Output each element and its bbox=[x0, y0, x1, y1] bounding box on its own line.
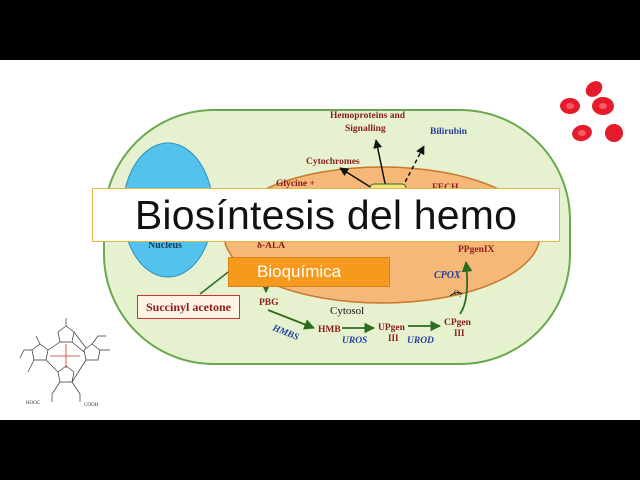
red-blood-cells bbox=[560, 81, 623, 142]
hemoproteins-line-2: Signalling bbox=[345, 124, 386, 134]
pyrrole-ring-left bbox=[31, 343, 49, 361]
arrow-cpgen-to-ppgen bbox=[459, 260, 473, 315]
pbg-label: PBG bbox=[259, 298, 279, 308]
red-blood-cell-center bbox=[566, 103, 574, 109]
upgen-number: III bbox=[388, 333, 399, 343]
arrow-to-bilirubin bbox=[401, 145, 425, 189]
cytosol-label: Cytosol bbox=[330, 305, 364, 317]
cpgen-number: III bbox=[454, 328, 465, 338]
title-box: Biosíntesis del hemo bbox=[92, 188, 560, 242]
hemoproteins-label: Hemoproteins and Signalling bbox=[330, 111, 407, 134]
slide: Nucleus Hemoproteins and Signalling Bili… bbox=[0, 60, 640, 420]
arrow-pbg-to-hmb bbox=[267, 309, 316, 330]
slide-title: Biosíntesis del hemo bbox=[134, 191, 518, 238]
pyrrole-ring-right bbox=[83, 343, 101, 361]
cytochromes-label: Cytochromes bbox=[306, 157, 360, 167]
arrow-to-hemoproteins bbox=[373, 139, 387, 189]
red-blood-cell-center bbox=[599, 103, 607, 109]
o2-label: O₂ bbox=[454, 289, 462, 297]
uros-label: UROS bbox=[342, 336, 367, 346]
porphyrin-hooc-label: HOOC bbox=[26, 401, 41, 406]
upgen-label: UPgen bbox=[378, 323, 406, 333]
red-blood-cell bbox=[585, 81, 603, 97]
bilirubin-label: Bilirubin bbox=[430, 127, 468, 137]
hmb-label: HMB bbox=[318, 325, 341, 335]
hemoproteins-line-1: Hemoproteins and bbox=[330, 111, 406, 121]
red-blood-cell-center bbox=[578, 130, 586, 136]
ala-label: δ-ALA bbox=[257, 241, 285, 251]
cpox-label: CPOX bbox=[434, 270, 461, 281]
glycine-label: Glycine + bbox=[276, 179, 315, 189]
slide-subtitle: Bioquímica bbox=[257, 262, 342, 281]
ppgenix-label: PPgenIX bbox=[458, 245, 495, 255]
cpgen-label: CPgen bbox=[444, 318, 472, 328]
porphyrin-cooh-label: COOH bbox=[84, 403, 99, 408]
succinyl-acetone-box: Succinyl acetone bbox=[137, 295, 240, 319]
pyrrole-ring-top bbox=[57, 325, 75, 343]
subtitle-box: Bioquímica bbox=[228, 257, 390, 287]
arrow-o2 bbox=[449, 291, 463, 297]
red-blood-cell bbox=[605, 124, 623, 142]
nucleus-label: Nucleus bbox=[148, 240, 182, 251]
succinyl-acetone-label: Succinyl acetone bbox=[146, 299, 231, 314]
porphyrin-structure bbox=[19, 318, 110, 402]
urod-label: UROD bbox=[407, 336, 434, 346]
arrow-to-cytochromes bbox=[339, 167, 373, 189]
pyrrole-ring-bottom bbox=[57, 365, 75, 383]
